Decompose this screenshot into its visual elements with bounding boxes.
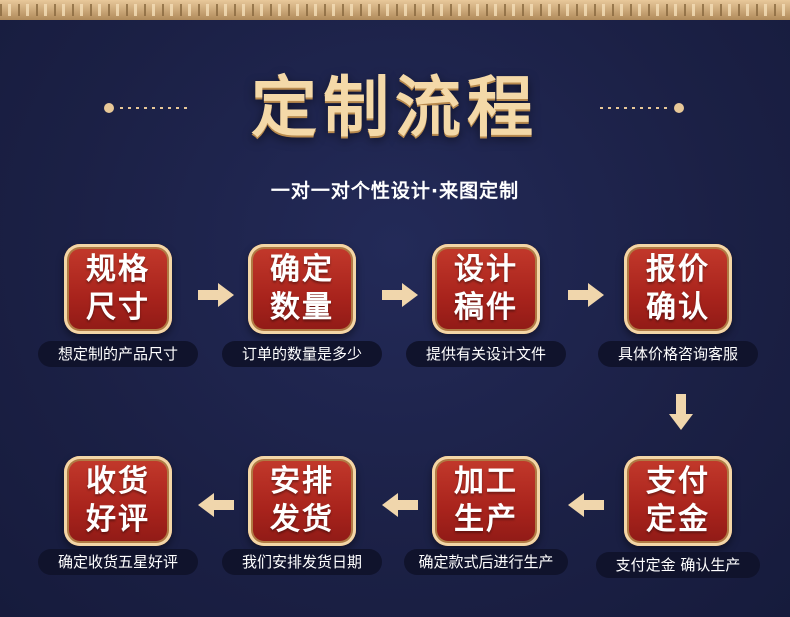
step-label-line2: 尺寸 [86,289,150,327]
step-size: 规格 尺寸 [64,244,172,334]
step-label-line2: 好评 [86,501,150,539]
step-label-line1: 支付 [646,463,710,501]
step-production: 加工 生产 [432,456,540,546]
page-title: 定制流程 [0,62,790,152]
step-caption: 订单的数量是多少 [222,341,382,367]
step-label-line1: 加工 [454,463,518,501]
step-shipping: 安排 发货 [248,456,356,546]
step-label-line1: 安排 [270,463,334,501]
step-label-line2: 确认 [646,289,710,327]
arrow-left-icon [380,490,420,520]
step-caption: 我们安排发货日期 [222,549,382,575]
arrow-left-icon [566,490,606,520]
arrow-left-icon [196,490,236,520]
step-caption: 确定收货五星好评 [38,549,198,575]
step-quantity: 确定 数量 [248,244,356,334]
title-block: 定制流程 [0,62,790,152]
step-caption: 确定款式后进行生产 [404,549,568,575]
arrow-right-icon [380,280,420,310]
step-label-line2: 生产 [454,501,518,539]
step-label-line2: 数量 [270,289,334,327]
step-quote: 报价 确认 [624,244,732,334]
top-decorative-border [0,0,790,20]
step-label-line1: 设计 [454,251,518,289]
step-label-line1: 收货 [86,463,150,501]
arrow-right-icon [566,280,606,310]
step-label-line2: 发货 [270,501,334,539]
step-caption: 支付定金 确认生产 [596,552,760,578]
page-subtitle: 一对一对个性设计·来图定制 [0,176,790,203]
step-label-line1: 规格 [86,251,150,289]
step-caption: 提供有关设计文件 [406,341,566,367]
step-label-line2: 定金 [646,501,710,539]
step-label-line1: 报价 [646,251,710,289]
step-caption: 想定制的产品尺寸 [38,341,198,367]
step-label-line1: 确定 [270,251,334,289]
step-label-line2: 稿件 [454,289,518,327]
arrow-right-icon [196,280,236,310]
arrow-down-icon [666,392,696,432]
step-receive: 收货 好评 [64,456,172,546]
step-deposit: 支付 定金 [624,456,732,546]
step-design: 设计 稿件 [432,244,540,334]
step-caption: 具体价格咨询客服 [598,341,758,367]
